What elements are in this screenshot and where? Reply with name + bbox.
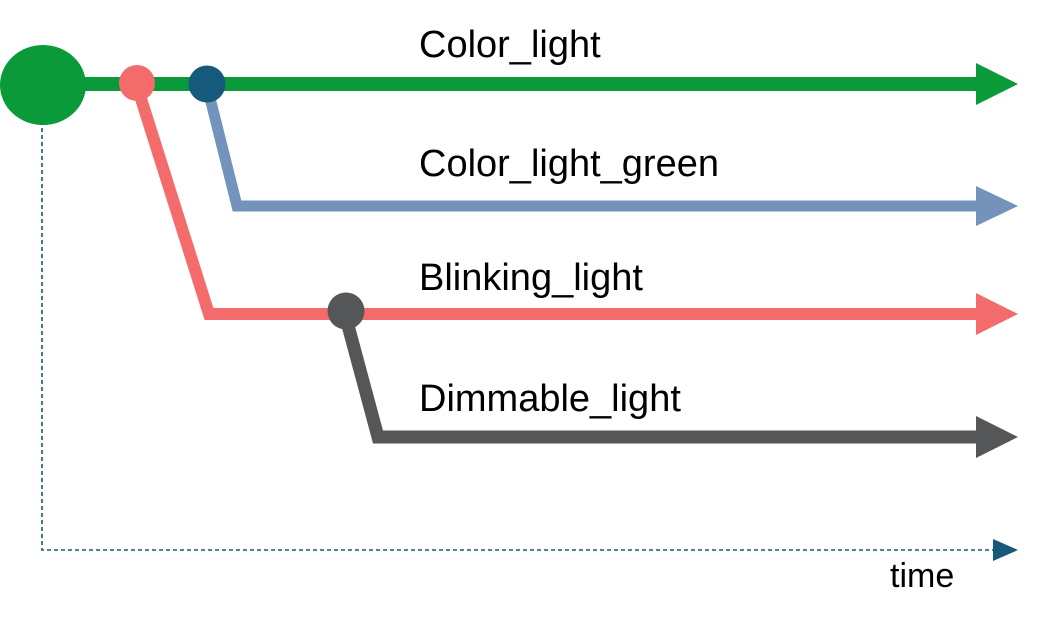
color-light-green-arrowhead bbox=[976, 186, 1018, 226]
blinking-fork-commit-node bbox=[119, 65, 155, 101]
root-commit-node bbox=[0, 45, 86, 125]
blinking-light-label: Blinking_light bbox=[419, 257, 643, 299]
commit-nodes bbox=[0, 45, 365, 330]
branch-color-light-green: Color_light_green bbox=[201, 84, 1018, 226]
dimmable-light-arrowhead bbox=[976, 416, 1018, 458]
color-light-green-label: Color_light_green bbox=[419, 143, 719, 185]
dimmable-light-label: Dimmable_light bbox=[419, 378, 681, 420]
blinking-light-line bbox=[131, 84, 982, 320]
dimmable-fork-commit-node bbox=[327, 292, 365, 330]
branch-blinking-light: Blinking_light bbox=[131, 84, 1018, 335]
blinking-light-arrowhead bbox=[976, 293, 1018, 335]
time-axis: time bbox=[41, 100, 1018, 595]
color-light-green-line bbox=[201, 84, 982, 212]
time-axis-line bbox=[41, 100, 995, 551]
branch-dimmable-light: Dimmable_light bbox=[339, 316, 1018, 458]
time-axis-label: time bbox=[890, 557, 954, 595]
color-green-fork-commit-node bbox=[188, 65, 226, 103]
color-light-label: Color_light bbox=[419, 24, 601, 66]
time-axis-arrowhead bbox=[993, 539, 1018, 561]
dimmable-light-line bbox=[339, 316, 982, 444]
color-light-arrowhead bbox=[976, 63, 1018, 105]
